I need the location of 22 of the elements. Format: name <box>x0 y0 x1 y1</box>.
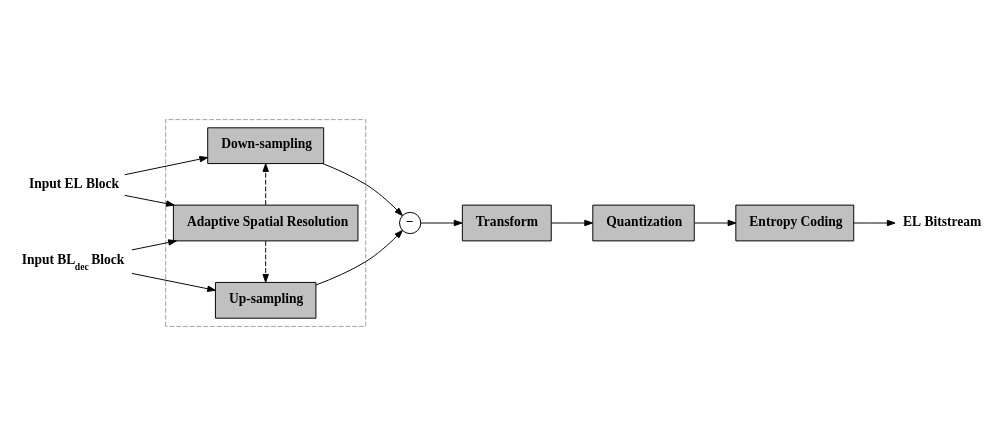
arrow <box>853 219 896 227</box>
node-text: Input EL Block <box>28 175 120 191</box>
node-box: Down-sampling <box>207 127 325 165</box>
node-text: EL Bitstream <box>903 213 982 229</box>
arrow <box>124 194 175 207</box>
arrow <box>694 219 737 227</box>
node-box: Up-sampling <box>214 281 317 319</box>
node-text: Input BL$_{dec}$ Block <box>21 252 125 272</box>
node-box: Adaptive Spatial Resolution <box>172 204 359 242</box>
node-circle: − <box>399 211 422 235</box>
node-box: Transform <box>461 204 552 242</box>
arrow <box>551 219 593 227</box>
arrow <box>262 240 269 283</box>
arrow <box>131 272 216 292</box>
arrow <box>124 156 209 176</box>
arrow <box>322 163 403 217</box>
node-box: Entropy Coding <box>735 204 855 242</box>
arrow <box>131 239 177 251</box>
arrow <box>262 163 269 206</box>
arrow <box>315 229 403 286</box>
node-box: Quantization <box>592 204 695 242</box>
arrow <box>420 219 463 227</box>
